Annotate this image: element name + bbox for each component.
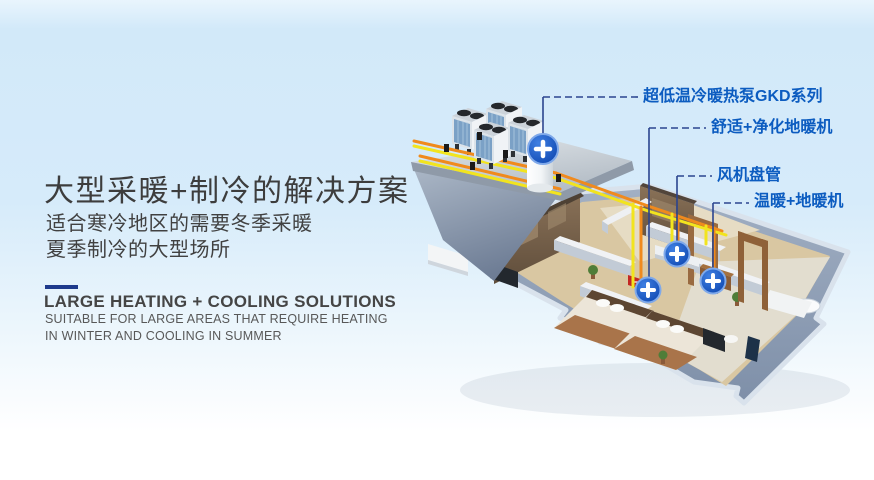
tv-panel — [703, 328, 725, 352]
round-table — [724, 335, 738, 343]
callout-label-floor-heating-unit: 舒适+净化地暖机 — [711, 119, 833, 136]
plant — [658, 350, 668, 364]
subtitle-cn-line1: 适合寒冷地区的需要冬季采暖 — [46, 213, 313, 235]
roof-edge — [411, 161, 634, 201]
page-title: 大型采暖+制冷的解决方案 — [44, 175, 410, 208]
mirror — [745, 336, 760, 362]
subheading-en-line2: IN WINTER AND COOLING IN SUMMER — [45, 329, 282, 343]
callout-line — [676, 175, 712, 242]
callout-label-warm-floor-heater: 温暖+地暖机 — [754, 193, 844, 210]
kitchen-cabinet — [428, 244, 468, 276]
apartment-cutaway — [428, 183, 851, 406]
bed — [614, 311, 714, 370]
heading-en: LARGE HEATING + COOLING SOLUTIONS — [44, 292, 396, 311]
plus-marker-icon[interactable] — [663, 240, 691, 268]
subtitle-cn-line2: 夏季制冷的大型场所 — [46, 239, 231, 261]
subheading-en-line1: SUITABLE FOR LARGE AREAS THAT REQUIRE HE… — [45, 312, 388, 326]
callout-line — [648, 127, 706, 278]
heat-pump-unit — [473, 121, 511, 170]
building-shadow — [460, 363, 850, 417]
wood-frame — [738, 231, 768, 311]
plus-marker-icon[interactable] — [699, 267, 727, 295]
pipe-lines — [418, 132, 728, 289]
accent-bar — [45, 285, 78, 289]
plus-marker-icon[interactable] — [527, 133, 559, 165]
callout-line — [542, 96, 638, 134]
callout-lines — [542, 96, 749, 278]
callout-label-heat-pump-series: 超低温冷暖热泵GKD系列 — [643, 88, 823, 105]
plus-marker-icon[interactable] — [634, 276, 662, 304]
callout-label-fan-coil: 风机盘管 — [717, 167, 782, 184]
bath-counter — [762, 290, 812, 318]
plant — [588, 265, 598, 279]
callout-line — [712, 202, 749, 269]
